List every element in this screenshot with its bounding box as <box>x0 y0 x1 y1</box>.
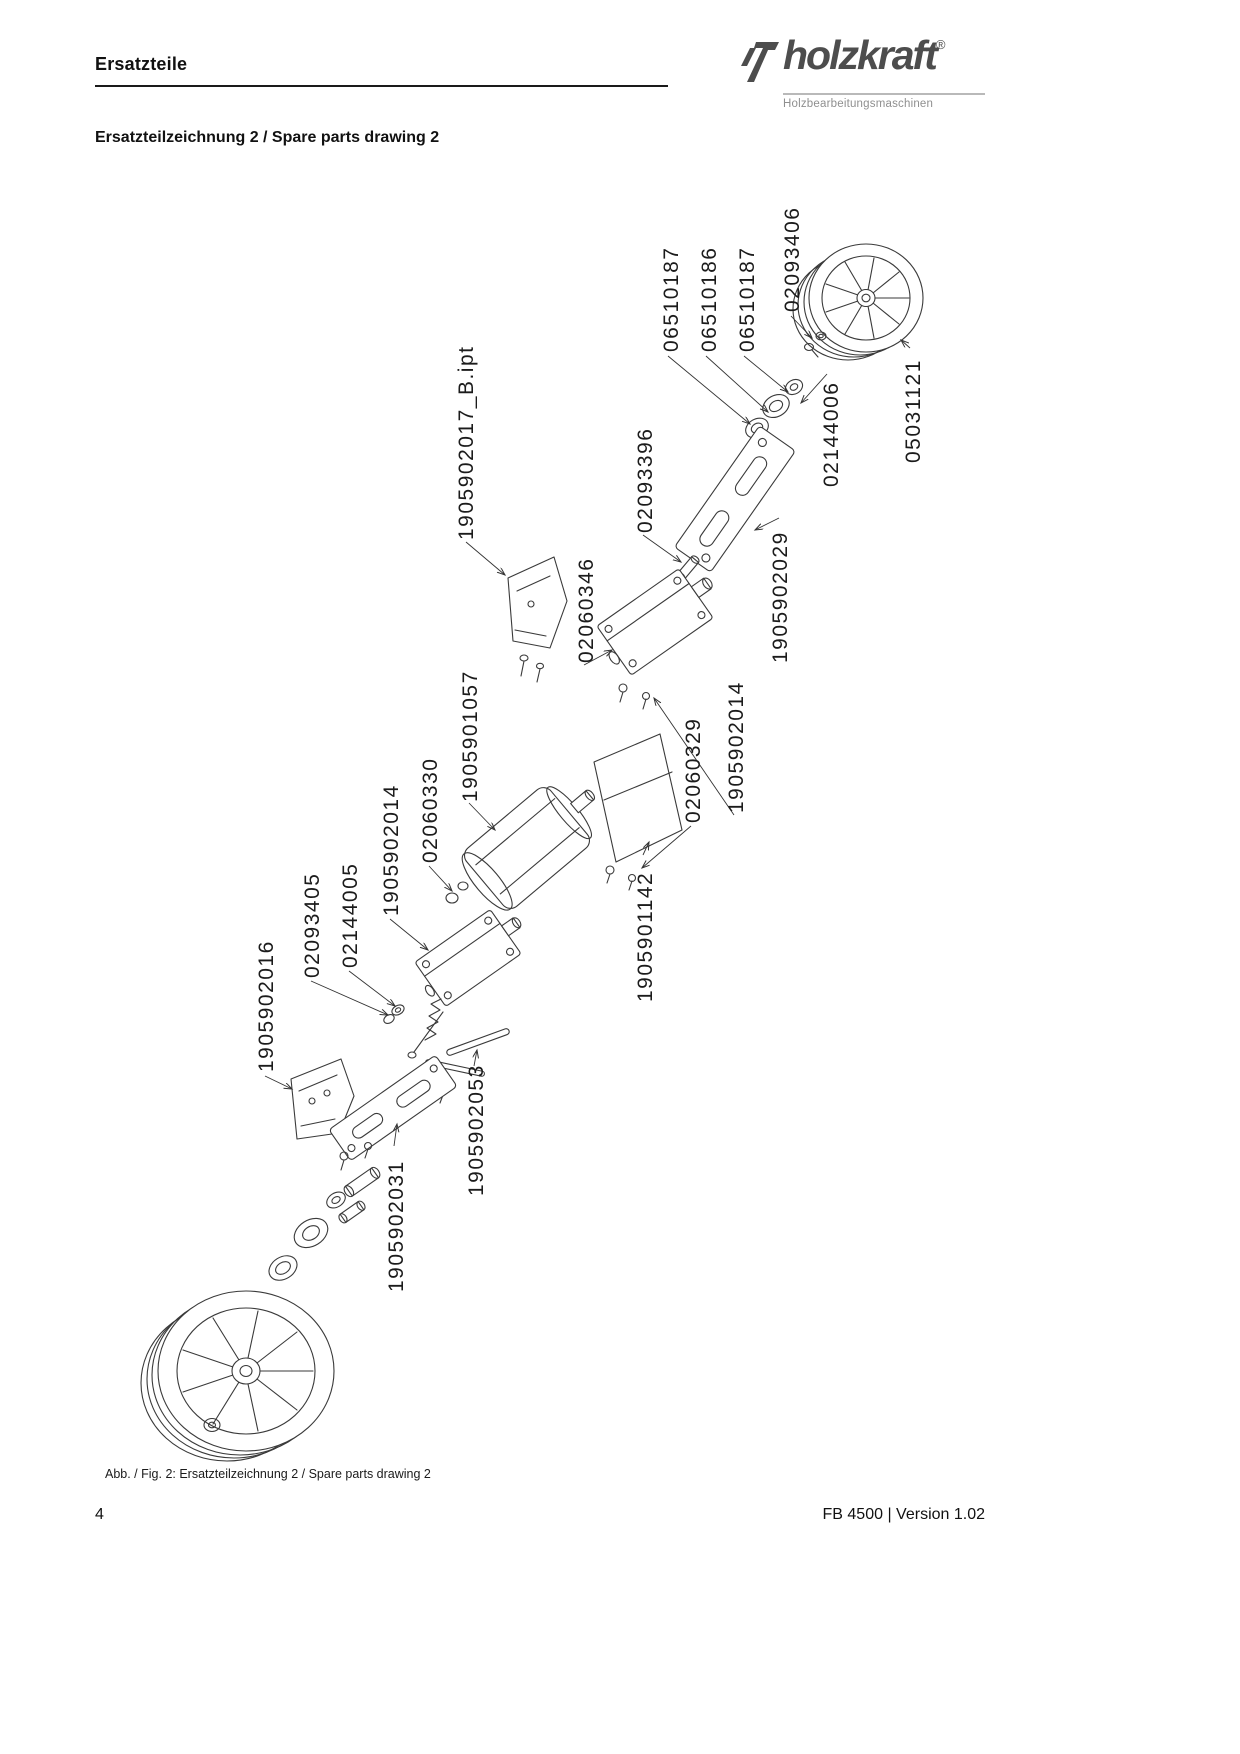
front-wheel <box>140 1290 335 1462</box>
screws-gearbox-upper <box>618 683 651 710</box>
logo-wordmark: holzkraft <box>783 32 938 78</box>
axle-spacer <box>326 1191 346 1209</box>
part-number-label: 06510187 <box>660 246 683 352</box>
part-number-label: 06510187 <box>736 246 759 352</box>
registered-mark: ® <box>935 37 946 52</box>
washer-front-wheel <box>203 1417 221 1433</box>
part-number-label: 05031121 <box>902 359 925 463</box>
screws-lower <box>339 1141 373 1171</box>
page-number: 4 <box>95 1506 104 1523</box>
header-rule <box>95 85 668 87</box>
part-number-label: 1905902031 <box>385 1160 408 1292</box>
part-number-label: 1905901057 <box>459 670 482 802</box>
axle-bearing <box>293 1217 329 1249</box>
drawing-title: Ersatzteilzeichnung 2 / Spare parts draw… <box>95 129 440 146</box>
document-reference: FB 4500 | Version 1.02 <box>822 1506 985 1523</box>
bearing-rings <box>745 378 804 439</box>
part-number-label: 1905902014 <box>380 784 403 916</box>
part-number-label: 02060346 <box>575 557 598 663</box>
logo-tagline: Holzbearbeitungsmaschinen <box>783 98 934 110</box>
washer-top <box>815 331 827 341</box>
motor <box>461 786 596 911</box>
screw-top <box>803 342 819 358</box>
part-number-label: 1905902017_B.ipt <box>455 345 478 541</box>
axle-nut <box>268 1255 298 1281</box>
gearbox-lower <box>415 910 522 1006</box>
part-number-label: 1905902029 <box>769 531 792 663</box>
part-number-label: 1905902014 <box>725 681 748 813</box>
part-number-label: 02144006 <box>820 381 843 487</box>
coupling <box>445 881 469 904</box>
part-number-label: 02060330 <box>419 757 442 863</box>
holzkraft-logo: holzkraft ® Holzbearbeitungsmaschinen <box>739 32 985 110</box>
screws-bracket-upper <box>519 654 545 683</box>
part-number-label: 1905901142 <box>634 871 657 1002</box>
section-title: Ersatzteile <box>95 54 188 74</box>
support-rod-1 <box>446 1028 510 1056</box>
slotted-plate-lower <box>329 1056 457 1160</box>
spring <box>424 998 442 1041</box>
logo-rule <box>783 93 985 95</box>
part-number-label: 02093406 <box>781 206 804 312</box>
leader-lines <box>264 315 911 1147</box>
part-number-label: 02060329 <box>682 717 705 823</box>
part-number-label: 1905902016 <box>255 940 278 1072</box>
front-wheel-spokes <box>182 1310 314 1432</box>
part-number-label: 02093405 <box>301 872 324 978</box>
axle-shaft <box>343 1166 381 1198</box>
axle-sleeve <box>338 1200 366 1224</box>
mount-plate <box>593 733 683 891</box>
part-number-label: 02093396 <box>634 427 657 533</box>
corner-bracket-lower <box>290 1058 355 1140</box>
holzkraft-logo-icon <box>739 38 781 89</box>
part-number-label: 06510186 <box>698 246 721 352</box>
rear-wheel-spokes <box>825 257 910 339</box>
threaded-rod <box>407 1011 444 1059</box>
figure-caption: Abb. / Fig. 2: Ersatzteilzeichnung 2 / S… <box>105 1467 431 1481</box>
gearbox-upper <box>597 569 713 675</box>
rear-wheel <box>792 243 924 361</box>
part-number-label: 1905902053 <box>465 1064 488 1196</box>
logo-row: holzkraft ® <box>739 32 985 89</box>
corner-bracket-upper <box>507 556 568 649</box>
part-number-label: 02144005 <box>339 862 362 968</box>
